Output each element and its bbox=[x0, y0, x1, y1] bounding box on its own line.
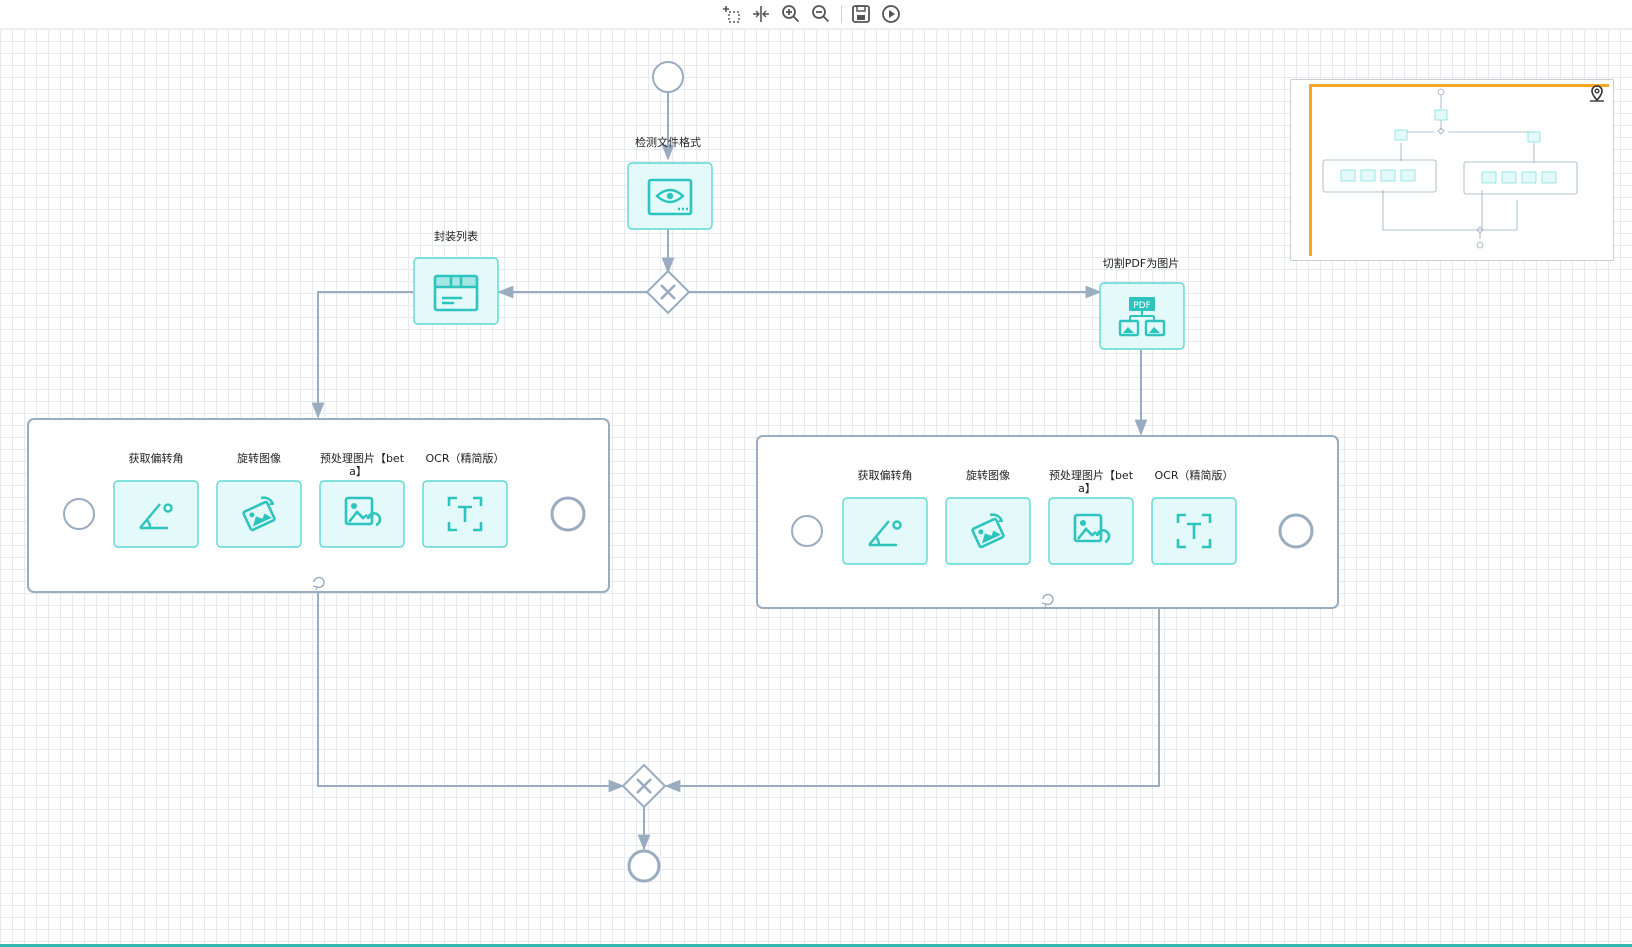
select-icon[interactable] bbox=[718, 2, 744, 26]
subprocess-right-task-rotate-image[interactable]: 旋转图像 bbox=[945, 468, 1031, 565]
subprocess-left-task-preprocess[interactable]: 预处理图片【bet a】 bbox=[319, 452, 405, 548]
package-box-icon bbox=[433, 274, 479, 312]
task-split-pdf[interactable]: 切割PDF为图片 PDF bbox=[1099, 256, 1185, 350]
subprocess-left-task-rotate-image[interactable]: 旋转图像 bbox=[216, 451, 302, 548]
task-label-line2: a】 bbox=[1078, 482, 1096, 495]
start-event[interactable] bbox=[652, 61, 684, 93]
screen-eye-icon bbox=[647, 178, 693, 216]
end-event[interactable] bbox=[627, 849, 661, 883]
bottom-accent-bar bbox=[0, 944, 1632, 947]
subprocess-right-task-ocr[interactable]: OCR（精简版） bbox=[1151, 468, 1237, 565]
task-split-pdf-label: 切割PDF为图片 bbox=[1103, 256, 1179, 270]
exclusive-gateway-merge[interactable] bbox=[621, 763, 667, 809]
zoom-out-icon[interactable] bbox=[808, 2, 834, 26]
exclusive-gateway-split[interactable] bbox=[645, 269, 691, 315]
task-label: 预处理图片【bet bbox=[1049, 469, 1134, 482]
minimap[interactable] bbox=[1290, 79, 1614, 261]
task-detect-format[interactable]: 检测文件格式 bbox=[627, 135, 713, 230]
task-wrap-list-label: 封装列表 bbox=[434, 229, 478, 243]
subprocess-left[interactable]: 获取偏转角 旋转图像 预处理图片【bet a】 OCR（精简版） bbox=[27, 418, 610, 593]
task-label: OCR（精简版） bbox=[1155, 468, 1234, 482]
subprocess-right-start-event[interactable] bbox=[791, 515, 823, 547]
toolbar bbox=[0, 0, 1632, 29]
task-label-line2: a】 bbox=[349, 465, 367, 478]
task-label: 获取偏转角 bbox=[129, 451, 184, 465]
process-diagram: 检测文件格式 封装列表 bbox=[27, 61, 1339, 883]
subprocess-right[interactable]: 获取偏转角 旋转图像 预处理图片【bet a】 OCR（精简版） bbox=[756, 435, 1339, 609]
minimap-viewport[interactable] bbox=[1309, 84, 1609, 256]
task-label: 预处理图片【bet bbox=[320, 452, 405, 465]
pdf-split-icon: PDF bbox=[1118, 297, 1166, 337]
task-label: 旋转图像 bbox=[966, 468, 1010, 482]
subprocess-left-end-event[interactable] bbox=[550, 496, 586, 532]
bpmn-canvas[interactable]: 检测文件格式 封装列表 bbox=[0, 29, 1632, 947]
subprocess-right-task-deflection-angle[interactable]: 获取偏转角 bbox=[842, 468, 928, 565]
loop-marker-icon bbox=[312, 576, 325, 591]
task-wrap-list[interactable]: 封装列表 bbox=[413, 229, 499, 325]
task-detect-format-label: 检测文件格式 bbox=[635, 135, 701, 149]
distribute-icon[interactable] bbox=[748, 2, 774, 26]
task-label: 获取偏转角 bbox=[858, 468, 913, 482]
subprocess-left-start-event[interactable] bbox=[63, 498, 95, 530]
loop-marker-icon bbox=[1041, 593, 1054, 608]
minimap-preview bbox=[1322, 88, 1578, 249]
subprocess-right-task-preprocess[interactable]: 预处理图片【bet a】 bbox=[1048, 469, 1134, 565]
task-label: 旋转图像 bbox=[237, 451, 281, 465]
save-icon[interactable] bbox=[848, 2, 874, 26]
subprocess-left-task-ocr[interactable]: OCR（精简版） bbox=[422, 451, 508, 548]
task-label: OCR（精简版） bbox=[426, 451, 505, 465]
pdf-badge: PDF bbox=[1133, 301, 1151, 311]
location-pin-icon[interactable] bbox=[1587, 84, 1607, 104]
zoom-in-icon[interactable] bbox=[778, 2, 804, 26]
subprocess-right-end-event[interactable] bbox=[1278, 513, 1314, 549]
subprocess-left-task-deflection-angle[interactable]: 获取偏转角 bbox=[113, 451, 199, 548]
run-icon[interactable] bbox=[878, 2, 904, 26]
